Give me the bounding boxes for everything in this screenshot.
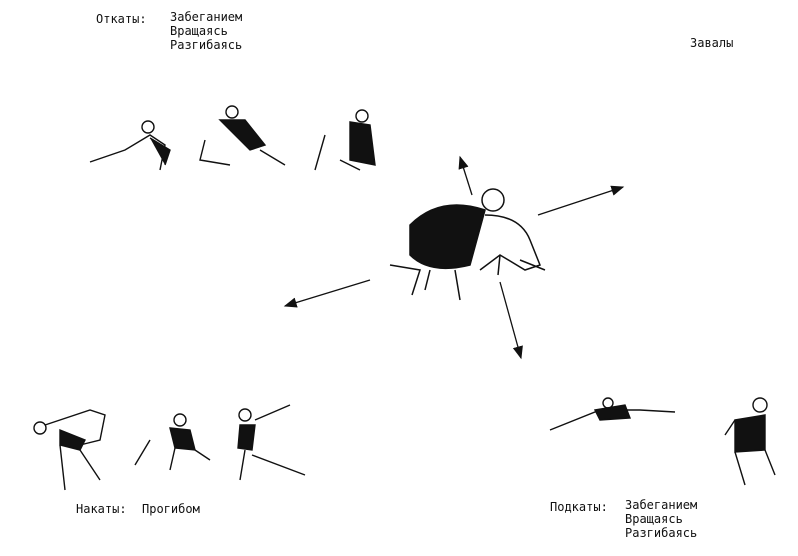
rollbacks-title: Откаты: bbox=[96, 12, 147, 26]
underrolls-item: Вращаясь bbox=[625, 512, 683, 526]
underroll-figures bbox=[549, 397, 776, 486]
rollbacks-item: Забеганием bbox=[170, 10, 243, 24]
underrolls-item: Разгибаясь bbox=[625, 526, 698, 540]
underrolls-list: Забеганием Вращаясь Разгибаясь bbox=[625, 498, 697, 540]
rollbacks-item: Вращаясь bbox=[170, 24, 228, 38]
rollovers-item: Прогибом bbox=[142, 502, 200, 516]
central-wrestlers-figure bbox=[389, 188, 546, 301]
rollbacks-item: Разгибаясь bbox=[170, 38, 243, 52]
underrolls-title: Подкаты: bbox=[550, 500, 608, 514]
arrow-left bbox=[283, 279, 371, 308]
arrow-right bbox=[537, 185, 625, 216]
rollover-figures bbox=[33, 404, 306, 491]
rollback-figures bbox=[89, 105, 376, 171]
takedowns-title: Завалы bbox=[690, 36, 734, 50]
arrow-down bbox=[499, 281, 523, 360]
arrow-up bbox=[458, 155, 473, 196]
underrolls-item: Забеганием bbox=[625, 498, 698, 512]
rollbacks-list: Забеганием Вращаясь Разгибаясь bbox=[170, 10, 242, 52]
rollovers-title: Накаты: bbox=[76, 502, 127, 516]
